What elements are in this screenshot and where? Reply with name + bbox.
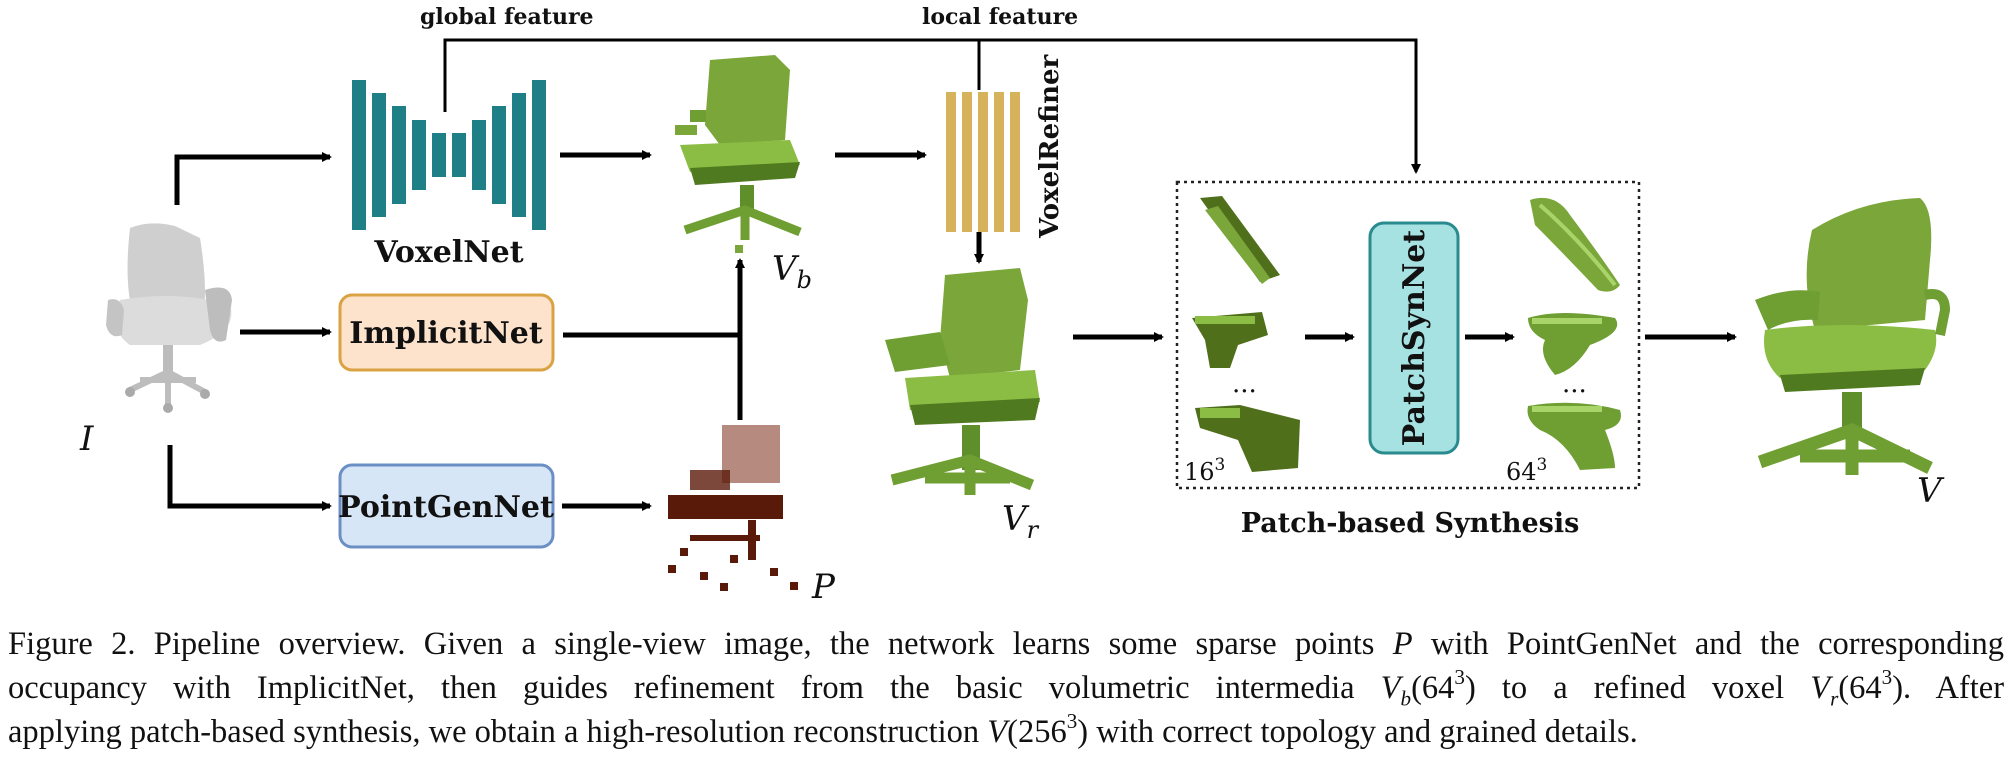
high-res-patches	[1527, 197, 1621, 470]
implicitnet-label: ImplicitNet	[349, 316, 543, 351]
pipeline-diagram: I VoxelNet global feature local feature	[79, 4, 1951, 600]
global-feature-label: global feature	[420, 4, 594, 30]
patch-based-synthesis-box	[1175, 180, 1641, 490]
caption-line-3: applying patch-based synthesis, we obtai…	[8, 709, 1638, 751]
voxelnet-encoder-decoder	[352, 80, 546, 230]
arrow-input-to-pointgennet	[167, 445, 332, 511]
pointgennet-label: PointGenNet	[338, 490, 554, 525]
caption-line-2: occupancy with ImplicitNet, then guides …	[8, 665, 2005, 711]
output-symbol: V	[1917, 471, 1945, 511]
feature-skip-lines	[443, 38, 1421, 174]
point-cloud	[668, 425, 798, 591]
voxelrefiner-label: VoxelRefiner	[1035, 54, 1065, 239]
pointgennet-box: PointGenNet	[338, 463, 555, 549]
vr-symbol: Vr	[1002, 499, 1040, 544]
figure-caption: Figure 2. Pipeline overview. Given a sin…	[8, 622, 2004, 754]
patchsynnet-label: PatchSynNet	[1397, 230, 1432, 447]
patch-ellipsis-left: ...	[1232, 369, 1257, 399]
patchsynnet-box: PatchSynNet	[1368, 221, 1460, 455]
low-res-label: 163	[1184, 455, 1225, 486]
arrow-implicitnet-pointcloud-to-vb	[563, 258, 745, 420]
vr-voxel-chair	[885, 268, 1040, 495]
caption-line-1: Figure 2. Pipeline overview. Given a sin…	[8, 626, 2004, 662]
input-chair-image	[106, 223, 232, 413]
low-res-patches	[1192, 196, 1300, 472]
vb-symbol: Vb	[772, 249, 812, 294]
voxelrefiner-block	[946, 92, 1020, 232]
patch-ellipsis-right: ...	[1562, 369, 1587, 399]
points-symbol: P	[811, 567, 836, 600]
arrow-input-to-voxelnet	[174, 152, 332, 205]
local-feature-label: local feature	[922, 4, 1078, 30]
implicitnet-box: ImplicitNet	[338, 293, 555, 372]
vb-voxel-chair	[675, 55, 802, 253]
high-res-label: 643	[1506, 455, 1547, 486]
voxelnet-label: VoxelNet	[373, 235, 523, 270]
output-voxel-chair	[1755, 198, 1951, 475]
input-symbol: I	[79, 419, 94, 459]
patch-based-synthesis-label: Patch-based Synthesis	[1241, 508, 1580, 539]
